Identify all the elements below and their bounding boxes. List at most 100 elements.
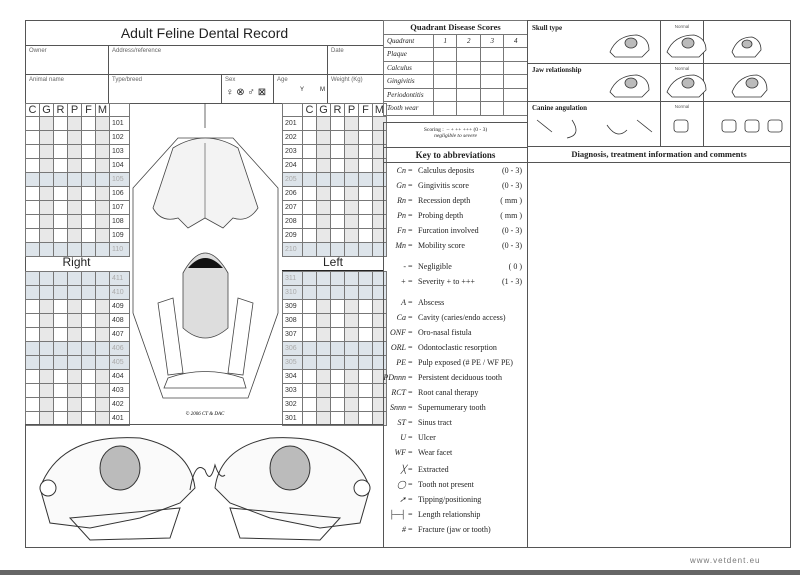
tooth-107-C-cell[interactable] <box>25 200 40 215</box>
footer-url[interactable]: www.vetdent.eu <box>690 556 761 565</box>
tooth-302-R-cell[interactable] <box>330 397 345 412</box>
tooth-302-F-cell[interactable] <box>358 397 373 412</box>
tooth-305-C-cell[interactable] <box>302 355 317 370</box>
tooth-411-R-cell[interactable] <box>53 271 68 286</box>
tooth-204-P-cell[interactable] <box>344 158 359 173</box>
tooth-201-C-cell[interactable] <box>302 116 317 131</box>
tooth-108-R-cell[interactable] <box>53 214 68 229</box>
tooth-311-G-cell[interactable] <box>316 271 331 286</box>
tooth-104-C-cell[interactable] <box>25 158 40 173</box>
tooth-109-R-cell[interactable] <box>53 228 68 243</box>
tooth-101-C-cell[interactable] <box>25 116 40 131</box>
tooth-409-P-cell[interactable] <box>67 299 82 314</box>
tooth-404-F-cell[interactable] <box>81 369 96 384</box>
tooth-204-F-cell[interactable] <box>358 158 373 173</box>
tooth-309-F-cell[interactable] <box>358 299 373 314</box>
score-cell-q4[interactable] <box>503 74 528 89</box>
tooth-303-P-cell[interactable] <box>344 383 359 398</box>
score-cell-q1[interactable] <box>432 87 458 102</box>
tooth-109-F-cell[interactable] <box>81 228 96 243</box>
score-cell-q4[interactable] <box>503 60 528 75</box>
tooth-403-M-cell[interactable] <box>95 383 110 398</box>
tooth-104-R-cell[interactable] <box>53 158 68 173</box>
tooth-206-P-cell[interactable] <box>344 186 359 201</box>
tooth-311-F-cell[interactable] <box>358 271 373 286</box>
tooth-110-M-cell[interactable] <box>95 242 110 257</box>
score-cell-q3[interactable] <box>479 101 505 116</box>
tooth-409-R-cell[interactable] <box>53 299 68 314</box>
tooth-407-P-cell[interactable] <box>67 327 82 342</box>
tooth-208-F-cell[interactable] <box>358 214 373 229</box>
tooth-306-R-cell[interactable] <box>330 341 345 356</box>
tooth-109-G-cell[interactable] <box>39 228 54 243</box>
tooth-101-P-cell[interactable] <box>67 116 82 131</box>
tooth-203-G-cell[interactable] <box>316 144 331 159</box>
tooth-206-G-cell[interactable] <box>316 186 331 201</box>
tooth-208-C-cell[interactable] <box>302 214 317 229</box>
tooth-202-P-cell[interactable] <box>344 130 359 145</box>
score-cell-q4[interactable] <box>503 87 528 102</box>
tooth-408-C-cell[interactable] <box>25 313 40 328</box>
tooth-207-R-cell[interactable] <box>330 200 345 215</box>
tooth-306-P-cell[interactable] <box>344 341 359 356</box>
tooth-101-R-cell[interactable] <box>53 116 68 131</box>
tooth-408-P-cell[interactable] <box>67 313 82 328</box>
tooth-104-P-cell[interactable] <box>67 158 82 173</box>
tooth-402-M-cell[interactable] <box>95 397 110 412</box>
tooth-209-P-cell[interactable] <box>344 228 359 243</box>
tooth-409-G-cell[interactable] <box>39 299 54 314</box>
tooth-405-M-cell[interactable] <box>95 355 110 370</box>
tooth-102-F-cell[interactable] <box>81 130 96 145</box>
tooth-302-C-cell[interactable] <box>302 397 317 412</box>
tooth-105-R-cell[interactable] <box>53 172 68 187</box>
score-cell-q4[interactable] <box>503 101 528 116</box>
tooth-411-M-cell[interactable] <box>95 271 110 286</box>
tooth-105-G-cell[interactable] <box>39 172 54 187</box>
tooth-403-P-cell[interactable] <box>67 383 82 398</box>
tooth-201-G-cell[interactable] <box>316 116 331 131</box>
tooth-403-R-cell[interactable] <box>53 383 68 398</box>
tooth-108-M-cell[interactable] <box>95 214 110 229</box>
tooth-104-F-cell[interactable] <box>81 158 96 173</box>
tooth-205-R-cell[interactable] <box>330 172 345 187</box>
tooth-203-C-cell[interactable] <box>302 144 317 159</box>
tooth-205-P-cell[interactable] <box>344 172 359 187</box>
tooth-405-G-cell[interactable] <box>39 355 54 370</box>
score-cell-q2[interactable] <box>456 74 481 89</box>
score-cell-q1[interactable] <box>432 101 458 116</box>
tooth-408-M-cell[interactable] <box>95 313 110 328</box>
tooth-308-P-cell[interactable] <box>344 313 359 328</box>
tooth-402-C-cell[interactable] <box>25 397 40 412</box>
tooth-308-F-cell[interactable] <box>358 313 373 328</box>
tooth-303-G-cell[interactable] <box>316 383 331 398</box>
tooth-102-G-cell[interactable] <box>39 130 54 145</box>
score-cell-q2[interactable] <box>456 101 481 116</box>
date-field[interactable]: Date <box>327 45 384 75</box>
tooth-206-R-cell[interactable] <box>330 186 345 201</box>
tooth-311-C-cell[interactable] <box>302 271 317 286</box>
tooth-307-F-cell[interactable] <box>358 327 373 342</box>
tooth-210-F-cell[interactable] <box>358 242 373 257</box>
tooth-108-C-cell[interactable] <box>25 214 40 229</box>
tooth-410-C-cell[interactable] <box>25 285 40 300</box>
tooth-208-P-cell[interactable] <box>344 214 359 229</box>
tooth-102-C-cell[interactable] <box>25 130 40 145</box>
diagnosis-comments-area[interactable] <box>527 162 791 548</box>
tooth-210-C-cell[interactable] <box>302 242 317 257</box>
tooth-411-G-cell[interactable] <box>39 271 54 286</box>
tooth-406-P-cell[interactable] <box>67 341 82 356</box>
tooth-108-F-cell[interactable] <box>81 214 96 229</box>
tooth-310-C-cell[interactable] <box>302 285 317 300</box>
tooth-207-P-cell[interactable] <box>344 200 359 215</box>
score-cell-q3[interactable] <box>479 60 505 75</box>
tooth-203-P-cell[interactable] <box>344 144 359 159</box>
tooth-204-G-cell[interactable] <box>316 158 331 173</box>
tooth-107-G-cell[interactable] <box>39 200 54 215</box>
tooth-105-C-cell[interactable] <box>25 172 40 187</box>
tooth-103-R-cell[interactable] <box>53 144 68 159</box>
tooth-402-R-cell[interactable] <box>53 397 68 412</box>
tooth-409-F-cell[interactable] <box>81 299 96 314</box>
tooth-304-G-cell[interactable] <box>316 369 331 384</box>
tooth-405-F-cell[interactable] <box>81 355 96 370</box>
